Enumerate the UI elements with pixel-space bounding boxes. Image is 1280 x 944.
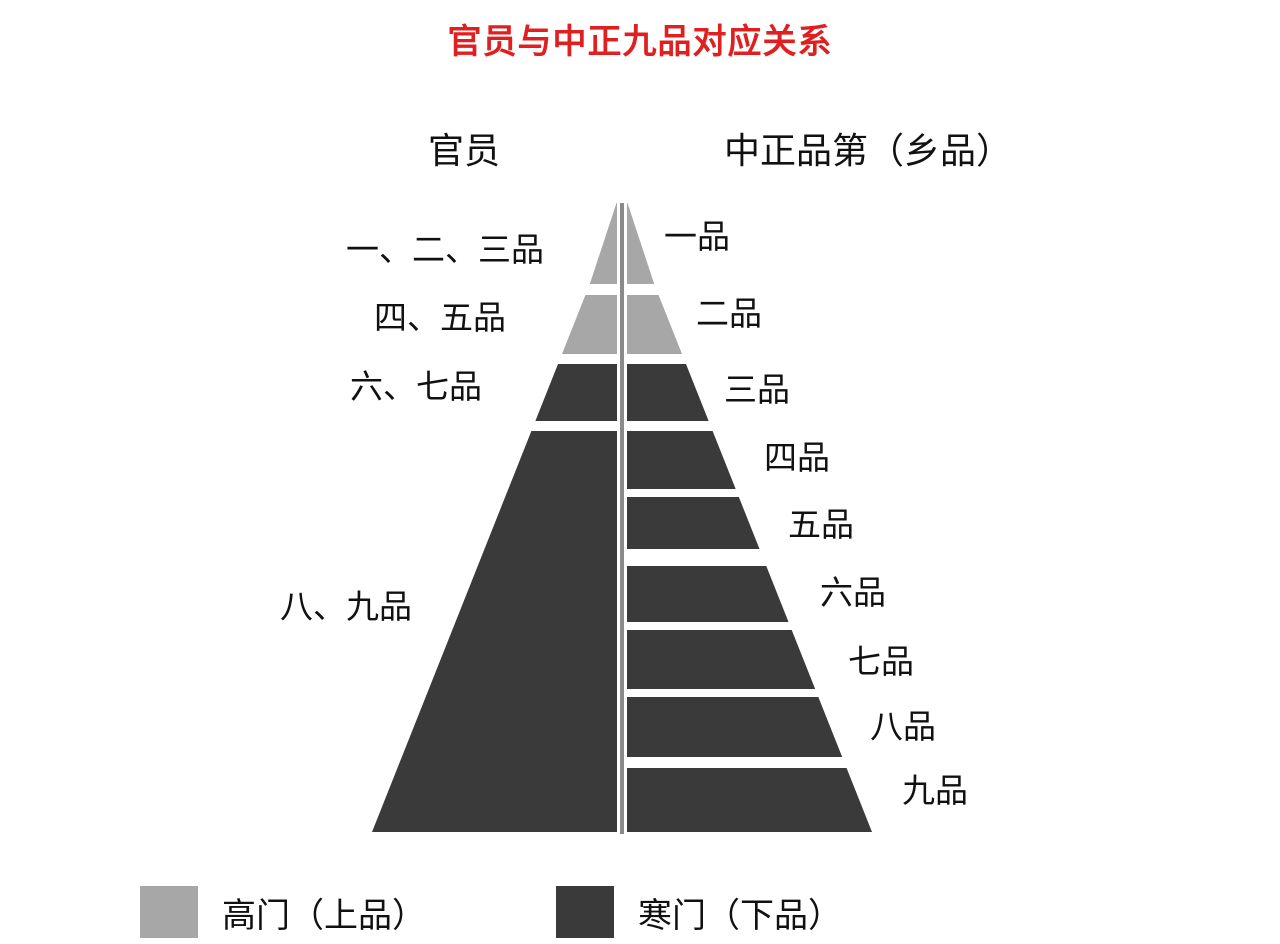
rank-band-6 xyxy=(627,566,789,622)
official-label-4-5: 四、五品 xyxy=(374,298,506,337)
official-label-1-3: 一、二、三品 xyxy=(346,230,544,269)
legend-swatch-high xyxy=(140,886,198,938)
rank-band-4 xyxy=(627,431,736,489)
rank-band-7 xyxy=(627,630,816,689)
rank-band-9 xyxy=(627,768,872,832)
rank-label-8: 八品 xyxy=(870,707,936,746)
rank-band-8 xyxy=(627,697,843,757)
rank-band-3 xyxy=(627,364,709,421)
diagram-title: 官员与中正九品对应关系 xyxy=(447,22,833,62)
official-band-1 xyxy=(589,203,617,284)
header-officials: 官员 xyxy=(428,131,501,172)
rank-label-4: 四品 xyxy=(764,438,830,477)
header-zhongzheng: 中正品第（乡品） xyxy=(724,131,1013,172)
official-band-2 xyxy=(561,295,617,354)
rank-band-1 xyxy=(627,203,655,284)
official-label-6-7: 六、七品 xyxy=(350,367,482,406)
rank-band-2 xyxy=(627,295,683,354)
rank-label-6: 六品 xyxy=(820,573,886,612)
rank-label-5: 五品 xyxy=(788,505,854,544)
official-band-4 xyxy=(372,431,617,832)
legend-label-low: 寒门（下品） xyxy=(638,896,842,936)
rank-label-2: 二品 xyxy=(696,294,762,333)
rank-label-1: 一品 xyxy=(664,217,730,256)
legend-swatch-low xyxy=(556,886,614,938)
rank-label-9: 九品 xyxy=(902,771,968,810)
rank-label-3: 三品 xyxy=(724,370,790,409)
rank-label-7: 七品 xyxy=(848,642,914,681)
rank-band-5 xyxy=(627,497,760,549)
official-label-8-9: 八、九品 xyxy=(280,587,412,626)
legend-label-high: 高门（上品） xyxy=(222,896,426,936)
official-band-3 xyxy=(535,364,617,421)
